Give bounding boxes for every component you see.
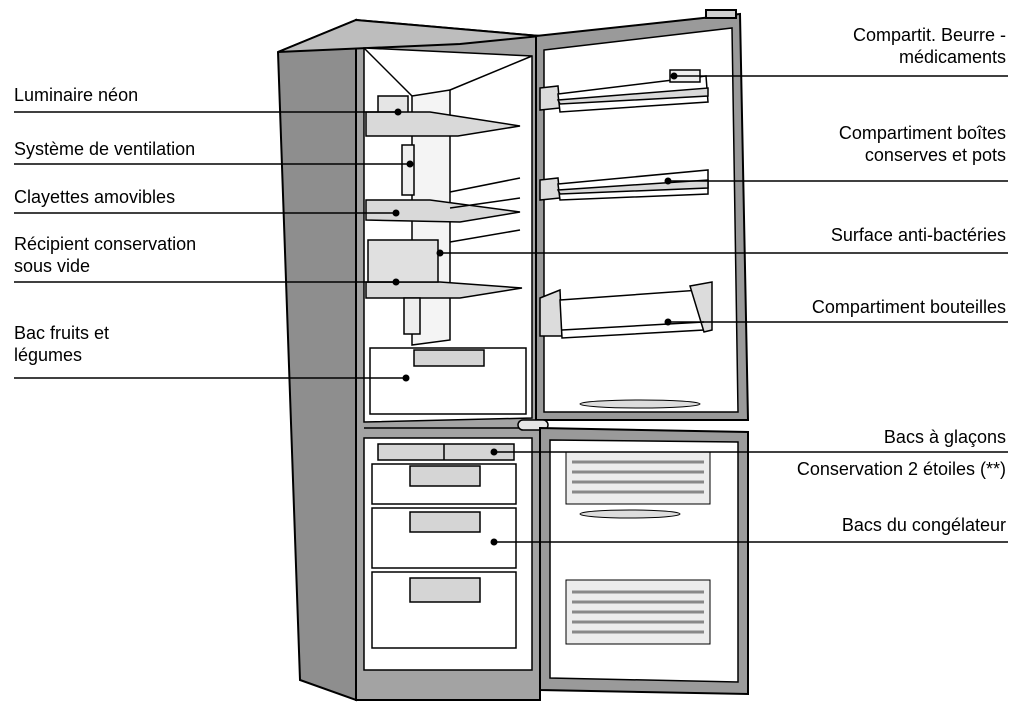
label-conservation-2-etoiles: Conservation 2 étoiles (**) [797,458,1006,480]
label-systeme-ventilation: Système de ventilation [14,138,195,160]
cans-compartment [539,169,709,201]
label-bacs-congelateur: Bacs du congélateur [842,514,1006,536]
ventilation-duct [401,144,415,196]
label-line: Système de ventilation [14,139,196,159]
label-surface-anti-bacteries: Surface anti-bactéries [831,224,1006,246]
leader-dots-left [392,108,414,382]
label-line: Luminaire néon [14,85,139,105]
crisper-handle [413,349,485,367]
label-line: médicaments [898,47,1006,67]
label-line: Clayettes amovibles [14,187,176,207]
freezer-drawer-3-handle [409,577,481,603]
label-luminaire-neon: Luminaire néon [14,84,138,106]
label-beurre-medicaments: Compartit. Beurre - médicaments [853,24,1006,68]
label-line: légumes [14,345,83,365]
label-line: Bac fruits et [14,323,110,343]
label-bac-fruits-legumes: Bac fruits et légumes [14,322,109,366]
label-line: Conservation 2 étoiles (**) [796,459,1006,479]
leader-dots-right [436,72,678,546]
leader-lines-left [14,111,410,379]
label-clayettes-amovibles: Clayettes amovibles [14,186,175,208]
fridge-door [535,9,750,421]
fridge-compartment [363,47,533,423]
label-line: Récipient conservation [14,234,197,254]
label-bacs-glacons: Bacs à glaçons [884,426,1006,448]
label-boites-conserves: Compartiment boîtes conserves et pots [839,122,1006,166]
label-line: Bacs à glaçons [883,427,1006,447]
shelf-middle [365,199,521,223]
label-line: Surface anti-bactéries [830,225,1006,245]
shelf-top [365,111,521,137]
freezer-grid-top [565,451,711,505]
shelf-rails [449,177,521,243]
door-handle [705,9,737,19]
label-line: Compartiment boîtes [838,123,1006,143]
label-line: Compartiment bouteilles [811,297,1006,317]
freezer-grid-top-lines [572,460,704,494]
label-compartiment-bouteilles: Compartiment bouteilles [812,296,1006,318]
label-line: sous vide [14,256,91,276]
freezer-drawer-2-handle [409,511,481,533]
freezer-door [539,426,749,696]
butter-compartment [539,69,709,113]
label-line: conserves et pots [864,145,1006,165]
vacuum-handle [403,297,421,335]
leader-lines-right [440,75,1008,543]
label-recipient-sous-vide: Récipient conservation sous vide [14,233,196,277]
freezer-drawer-1-handle [409,465,481,487]
freezer-compartment [363,427,533,671]
bottle-compartment [539,281,713,339]
vacuum-container [367,239,439,283]
fridge-side-panel [276,18,357,702]
label-line: Compartit. Beurre - [852,25,1006,45]
freezer-grid-bottom-lines [572,590,704,634]
label-line: Bacs du congélateur [841,515,1006,535]
